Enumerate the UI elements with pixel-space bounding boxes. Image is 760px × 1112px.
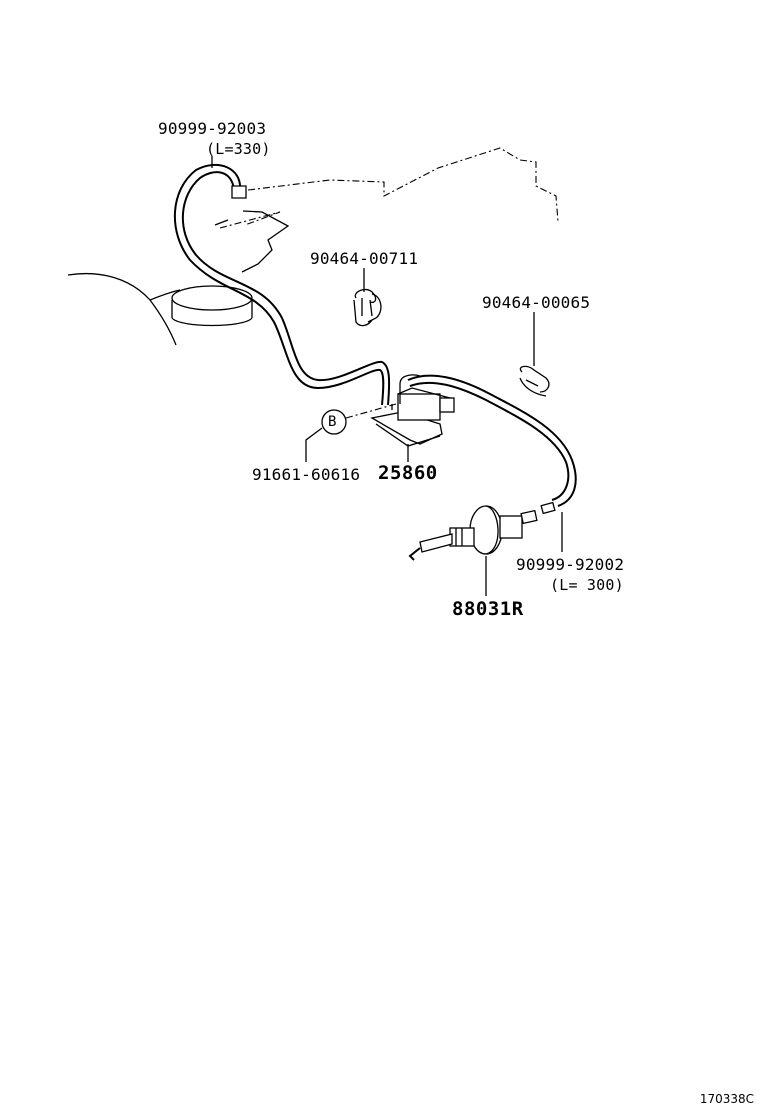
diagram-code: 170338C (699, 1092, 754, 1106)
hose-clip-1 (353, 288, 382, 327)
clip-2-part-number: 90464-00065 (482, 293, 591, 312)
bolt-part-number: 91661-60616 (252, 465, 361, 484)
vacuum-hose-upper (173, 163, 391, 406)
vsv-part-number: 25860 (378, 462, 438, 484)
bolt-reference (321, 403, 397, 435)
reservoir-outline (67, 272, 253, 346)
hose-upper-part-number: 90999-92003 (158, 119, 267, 138)
hose-lower-part-number: 90999-92002 (516, 555, 625, 574)
clip-1-part-number: 90464-00711 (310, 249, 419, 268)
vsv-assembly (370, 374, 455, 447)
engine-outline (214, 147, 559, 273)
actuator-assembly (408, 505, 538, 561)
hose-clip-2 (519, 365, 550, 397)
hose-lower-length: (L= 300) (550, 576, 624, 594)
hose-upper-length: (L=330) (206, 140, 271, 158)
actuator-part-number: 88031R (452, 598, 524, 620)
leader-lines (211, 156, 563, 596)
bolt-ref-marker: B (328, 414, 337, 430)
vacuum-hose-lower (407, 374, 577, 515)
